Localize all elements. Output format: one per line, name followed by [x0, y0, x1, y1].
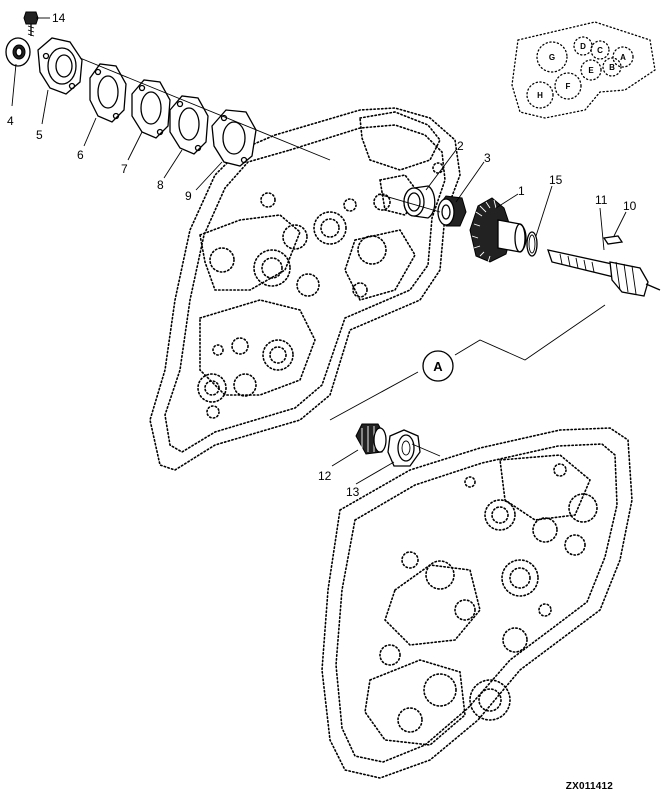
locator-inset: A B C D E F G H — [511, 21, 656, 119]
part-4-bearing — [5, 37, 31, 67]
part-centerline-lower — [411, 443, 441, 457]
leader-lines — [11, 17, 627, 485]
callout-13: 13 — [346, 485, 360, 499]
locator-label-g: G — [549, 53, 555, 62]
part-11-shaft — [547, 249, 661, 297]
detail-a-circle — [422, 350, 454, 382]
locator-label-c: C — [597, 46, 603, 55]
callout-2: 2 — [457, 139, 464, 153]
callout-4: 4 — [7, 114, 14, 128]
callout-3: 3 — [484, 151, 491, 165]
callout-1: 1 — [518, 184, 525, 198]
callout-8: 8 — [157, 178, 164, 192]
part-14-capscrew — [23, 11, 39, 37]
part-10-key — [602, 235, 624, 245]
part-15-snap-ring — [526, 231, 538, 257]
part-8-gasket — [169, 95, 209, 155]
callout-5: 5 — [36, 128, 43, 142]
callout-7: 7 — [121, 162, 128, 176]
part-7-gasket — [131, 79, 171, 139]
detail-a-reference: A — [329, 304, 606, 421]
locator-label-d: D — [580, 42, 586, 51]
figure-id: ZX011412 — [565, 781, 613, 792]
part-centerline-shaft — [377, 193, 441, 213]
callout-14: 14 — [52, 11, 66, 25]
upper-housing — [149, 107, 461, 471]
callout-6: 6 — [77, 148, 84, 162]
lower-housing — [321, 427, 633, 779]
callout-15: 15 — [549, 173, 563, 187]
part-6-gasket — [89, 63, 127, 123]
detail-a-label: A — [433, 359, 443, 374]
locator-label-h: H — [537, 91, 543, 100]
callout-11: 11 — [595, 193, 608, 207]
part-2-bearing-cup — [403, 185, 436, 219]
part-12-cone-bearing — [355, 423, 387, 455]
callout-10: 10 — [623, 199, 637, 213]
part-5-cover — [37, 37, 83, 95]
locator-label-e: E — [588, 66, 594, 75]
callout-9: 9 — [185, 189, 192, 203]
part-9-gasket — [211, 109, 257, 167]
part-13-bearing-cup — [387, 429, 421, 467]
callouts: 14 4 5 6 7 8 9 2 3 1 15 11 10 12 13 — [7, 11, 637, 499]
part-1-bevel-gear — [469, 197, 527, 263]
part-centerline-top — [79, 57, 331, 161]
locator-label-b: B — [609, 63, 615, 72]
locator-label-a: A — [620, 53, 626, 62]
part-3-cone-bearing — [437, 195, 467, 227]
callout-12: 12 — [318, 469, 332, 483]
locator-label-f: F — [566, 82, 571, 91]
